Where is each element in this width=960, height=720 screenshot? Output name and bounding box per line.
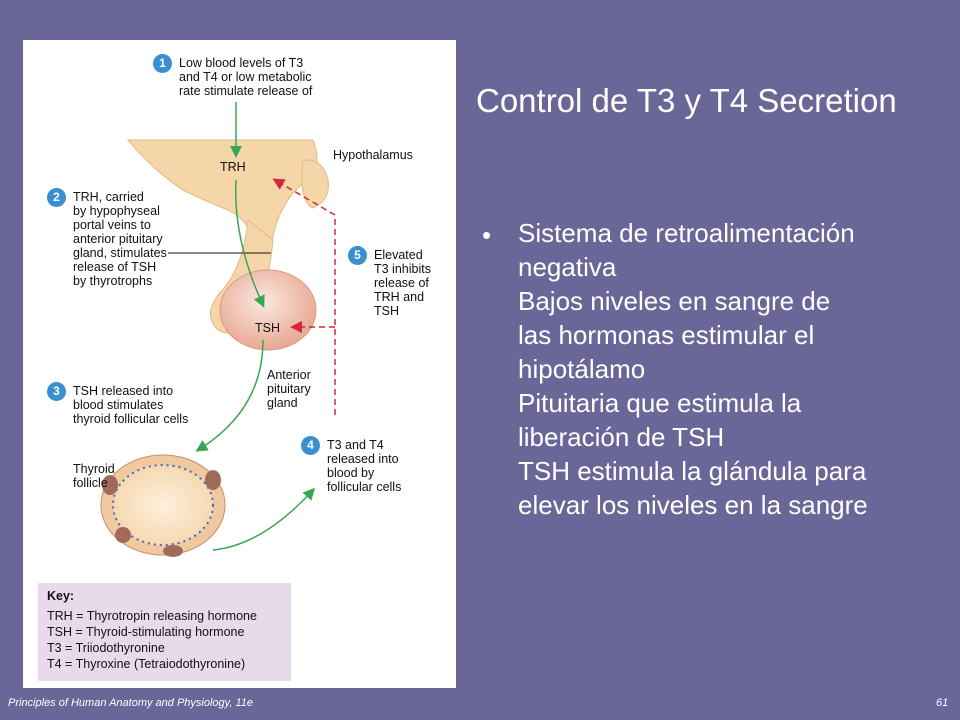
- step-1-badge: 1: [153, 54, 172, 73]
- diagram-artwork: [100, 102, 336, 557]
- follicle-colloid: [112, 464, 214, 546]
- page-number: 61: [936, 697, 949, 709]
- anterior-pituitary-label: Anterior pituitary gland: [267, 368, 311, 410]
- key-box: Key: TRH = Thyrotropin releasing hormone…: [38, 583, 291, 681]
- bullet-line: Sistema de retroalimentación: [518, 218, 855, 248]
- bullet-marker: •: [482, 220, 492, 250]
- step-2-text: TRH, carried by hypophyseal portal veins…: [73, 190, 167, 288]
- thyroid-follicle-label: Thyroid follicle: [73, 462, 115, 490]
- key-title: Key:: [47, 589, 75, 603]
- bullet-line: hipotálamo: [518, 354, 646, 384]
- arrow-step2: [234, 179, 265, 308]
- step-1-text: Low blood levels of T3 and T4 or low met…: [179, 56, 313, 98]
- trh-label: TRH: [220, 160, 246, 174]
- key-entry: TSH = Thyroid-stimulating hormone: [47, 625, 245, 639]
- step-5-badge: 5: [348, 246, 367, 265]
- bullet-line: Bajos niveles en sangre de: [518, 286, 831, 316]
- bullet-line: negativa: [518, 252, 617, 282]
- bullet-line: Pituitaria que estimula la: [518, 388, 802, 418]
- key-entry: T3 = Triiodothyronine: [47, 641, 165, 655]
- step-3-badge: 3: [47, 382, 66, 401]
- bullet-line: las hormonas estimular el: [518, 320, 815, 350]
- step-5-text: Elevated T3 inhibits release of TRH and …: [374, 248, 431, 318]
- inhibit-arrow-trh: [272, 178, 336, 216]
- thyroid-control-diagram: 1 Low blood levels of T3 and T4 or low m…: [23, 40, 456, 688]
- key-entry: T4 = Thyroxine (Tetraiodothyronine): [47, 657, 246, 671]
- step-4-text: T3 and T4 released into blood by follicu…: [327, 438, 402, 494]
- arrow-step3: [195, 339, 264, 452]
- bullet-line: elevar los niveles en la sangre: [518, 490, 868, 520]
- step-4-badge: 4: [301, 436, 320, 455]
- step-3-text: TSH released into blood stimulates thyro…: [73, 384, 189, 426]
- key-entry: TRH = Thyrotropin releasing hormone: [47, 609, 257, 623]
- footer-source: Principles of Human Anatomy and Physiolo…: [8, 697, 253, 709]
- step-2-badge: 2: [47, 188, 66, 207]
- bullet-text: Sistema de retroalimentación negativa Ba…: [518, 216, 868, 522]
- hypothalamus-label: Hypothalamus: [333, 148, 413, 162]
- anterior-pituitary-shape: [219, 269, 317, 351]
- tsh-label: TSH: [255, 321, 280, 335]
- slide-title: Control de T3 y T4 Secretion: [476, 82, 897, 119]
- hypothalamus-lobe: [301, 159, 329, 209]
- arrow-step4: [212, 487, 316, 551]
- bullet-line: TSH estimula la glándula para: [518, 456, 867, 486]
- bullet-line: liberación de TSH: [518, 422, 725, 452]
